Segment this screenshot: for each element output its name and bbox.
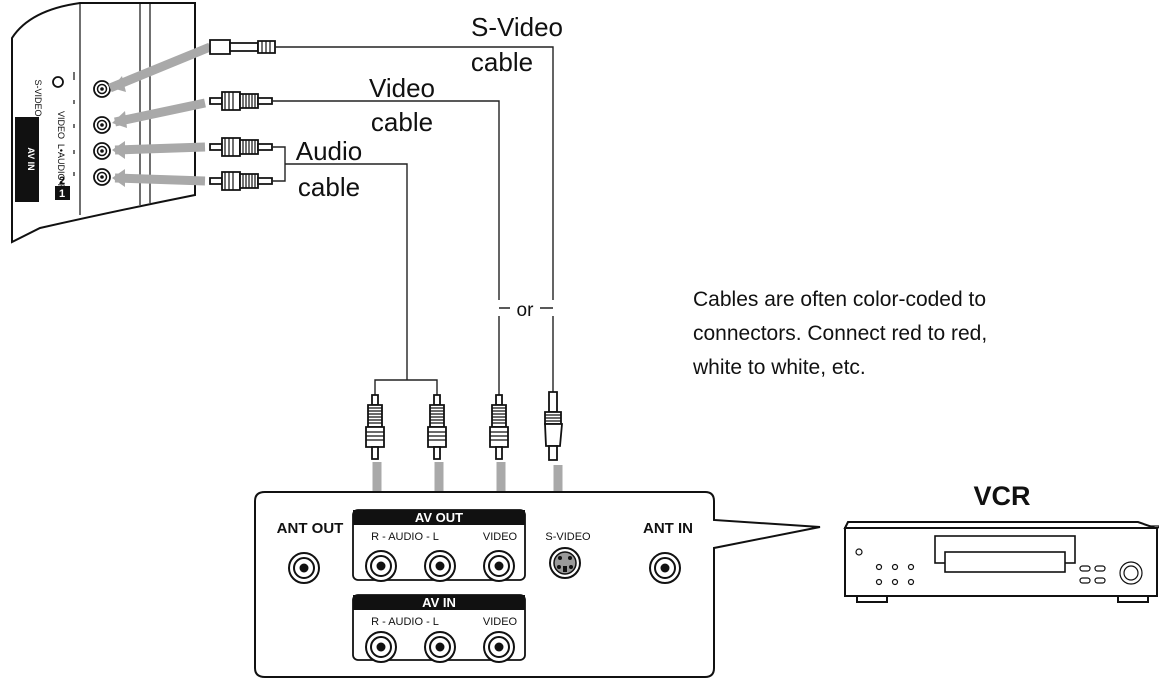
audio-cable-label-2: cable bbox=[298, 172, 360, 202]
svideo-cable-wire bbox=[275, 46, 554, 392]
svideo-cable-label-2: cable bbox=[471, 47, 533, 77]
note-line-3: white to white, etc. bbox=[692, 356, 866, 379]
ant-out-jack[interactable] bbox=[288, 552, 320, 584]
tv-video-label: VIDEO bbox=[56, 111, 66, 139]
svideo-plug-top bbox=[209, 39, 276, 55]
note-line-1: Cables are often color-coded to bbox=[693, 288, 986, 311]
tv-svideo-jack[interactable] bbox=[93, 80, 111, 98]
video-cable-label-2: cable bbox=[371, 107, 433, 137]
cable-labels: S-Video cable Video cable Audio cable or bbox=[296, 12, 563, 321]
audio-plug-top-2 bbox=[209, 171, 273, 191]
av-out-label: AV OUT bbox=[415, 510, 463, 525]
av-out-video-jack[interactable] bbox=[483, 550, 515, 582]
tv-video-jack[interactable] bbox=[93, 116, 111, 134]
vcr-title: VCR bbox=[973, 481, 1030, 511]
av-out-audio-r-jack[interactable] bbox=[365, 550, 397, 582]
tv-av-in-label: AV IN bbox=[26, 147, 36, 170]
svg-text:1: 1 bbox=[59, 188, 65, 200]
svideo-cable-label-1: S-Video bbox=[471, 12, 563, 42]
av-out-audio-label: R - AUDIO - L bbox=[371, 531, 439, 543]
av-in-video-jack[interactable] bbox=[483, 631, 515, 663]
vcr-front-illustration: VCR bbox=[843, 481, 1159, 603]
audio-cable-label-1: Audio bbox=[296, 136, 363, 166]
vcr-back-panel: AV OUT R - AUDIO - L VIDEO AV IN R - AUD… bbox=[254, 491, 821, 678]
or-label: or bbox=[517, 300, 535, 321]
video-cable-label-1: Video bbox=[369, 73, 435, 103]
color-coding-note: Cables are often color-coded to connecto… bbox=[692, 288, 987, 379]
av-in-side-label-box bbox=[15, 117, 39, 202]
tv-num-2: 2 bbox=[59, 175, 65, 187]
tv-svideo-indicator-icon bbox=[52, 76, 64, 88]
svideo-label: S-VIDEO bbox=[545, 531, 591, 543]
video-plug-bottom bbox=[489, 394, 509, 460]
tv-side-panel: AV IN S-VIDEO VIDEO L•AUDIO•R 1 2 1 bbox=[11, 2, 196, 244]
video-plug-top bbox=[209, 91, 273, 111]
ant-in-jack[interactable] bbox=[649, 552, 681, 584]
svideo-out-jack[interactable] bbox=[549, 547, 581, 579]
svideo-plug-bottom bbox=[544, 391, 563, 461]
tv-audio-l-jack[interactable] bbox=[93, 142, 111, 160]
av-in-video-label: VIDEO bbox=[483, 616, 518, 628]
audio-plug-bottom-2 bbox=[427, 394, 447, 460]
tv-svideo-label: S-VIDEO bbox=[33, 79, 43, 116]
audio-plug-bottom-1 bbox=[365, 394, 385, 460]
av-in-audio-l-jack[interactable] bbox=[424, 631, 456, 663]
av-in-audio-r-jack[interactable] bbox=[365, 631, 397, 663]
audio-plug-top-1 bbox=[209, 137, 273, 157]
tv-arrows bbox=[108, 42, 212, 187]
av-out-video-label: VIDEO bbox=[483, 531, 518, 543]
vcr-dial-icon bbox=[1119, 561, 1143, 585]
video-cable-wire bbox=[272, 100, 500, 395]
tv-audio-r-jack[interactable] bbox=[93, 168, 111, 186]
ant-in-label: ANT IN bbox=[643, 520, 693, 537]
av-in-label: AV IN bbox=[422, 595, 456, 610]
av-in-audio-label: R - AUDIO - L bbox=[371, 616, 439, 628]
ant-out-label: ANT OUT bbox=[277, 520, 344, 537]
tv-audio-label: L•AUDIO•R bbox=[56, 144, 66, 191]
note-line-2: connectors. Connect red to red, bbox=[693, 322, 987, 345]
audio-cable-wire bbox=[285, 163, 438, 395]
av-out-audio-l-jack[interactable] bbox=[424, 550, 456, 582]
cables bbox=[272, 46, 554, 395]
